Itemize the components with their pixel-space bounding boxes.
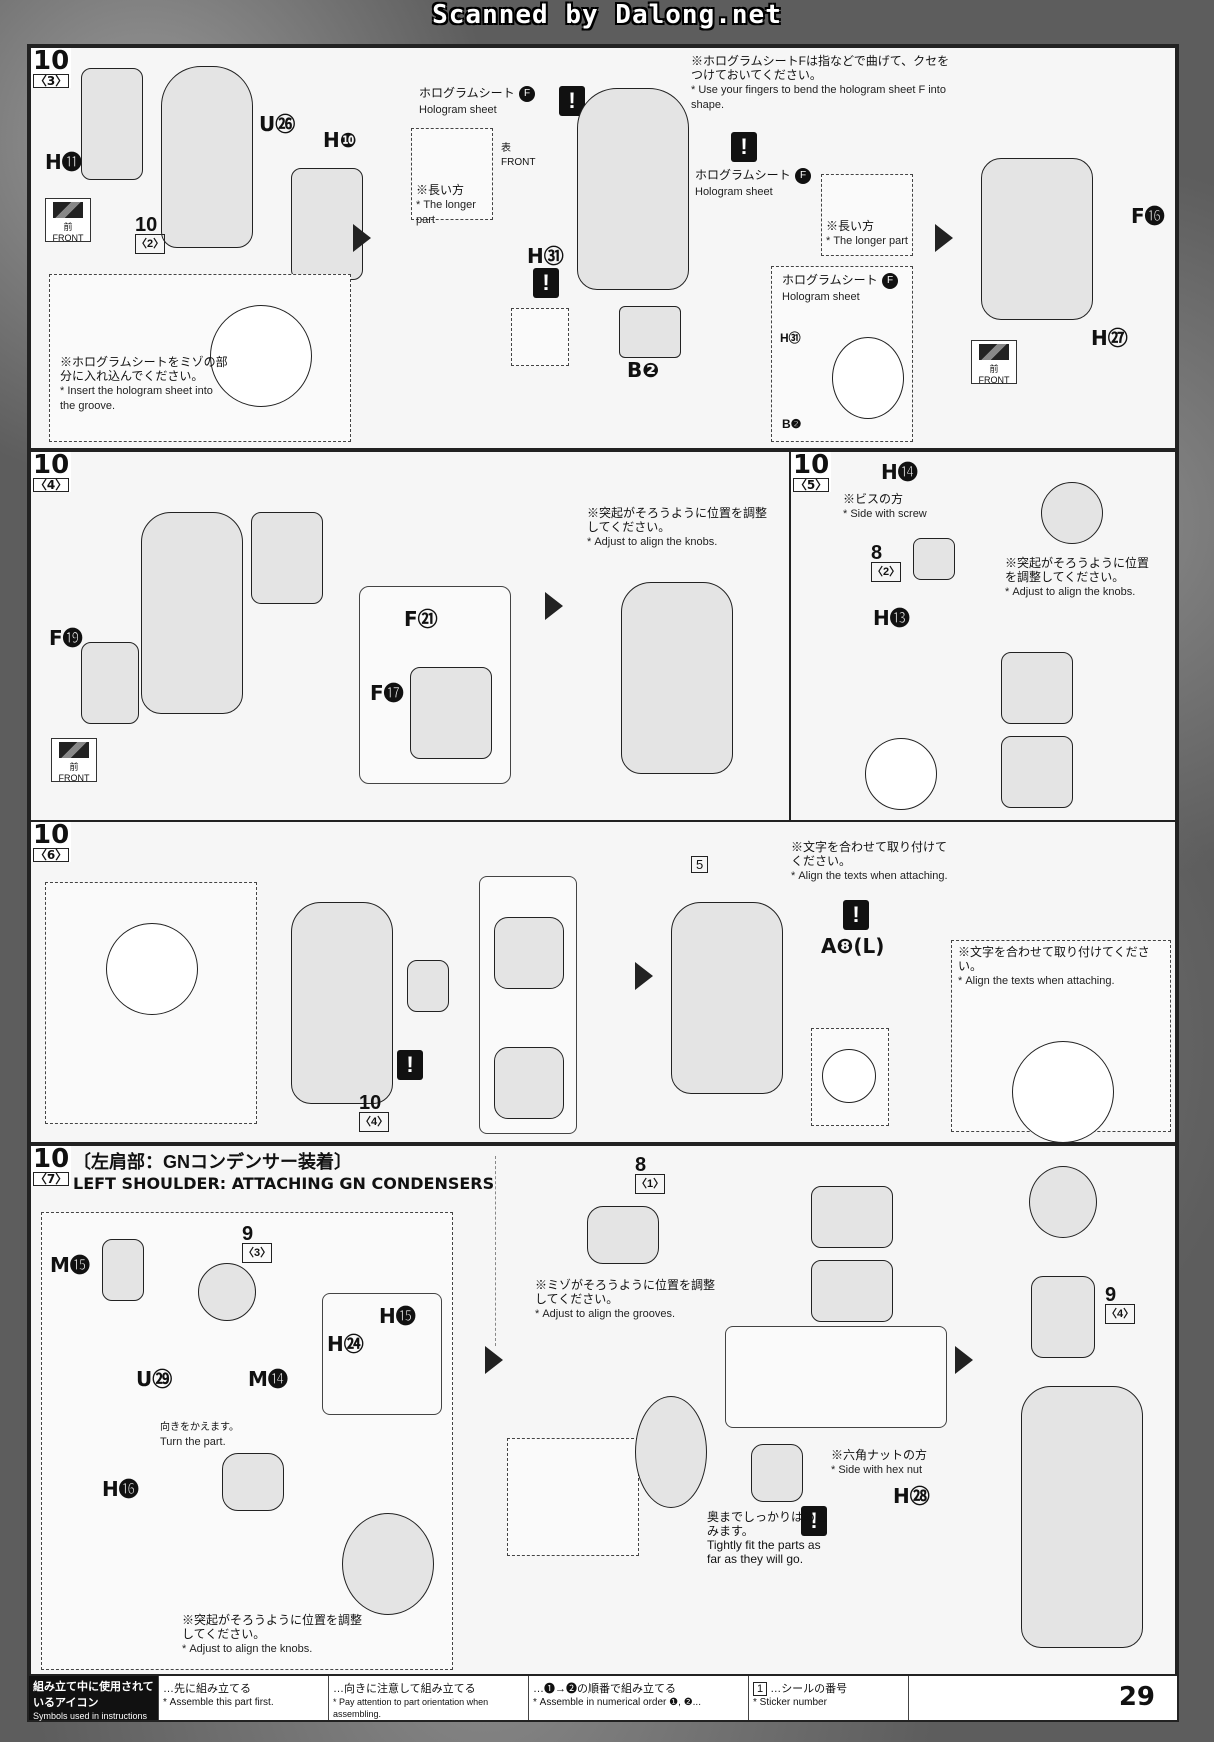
note-hex: ※六角ナットの方* Side with hex nut [831, 1448, 928, 1476]
next-arrow [635, 962, 653, 990]
note-turn: 向きをかえます。Turn the part. [160, 1422, 239, 1448]
ref-step: 10〈2〉 [135, 215, 166, 254]
step-title-en: LEFT SHOULDER: ATTACHING GN CONDENSERS [73, 1174, 495, 1193]
armor-part [291, 168, 363, 280]
warning-icon: ! [843, 900, 869, 930]
part-label: F⓳ [49, 626, 83, 650]
ref-step: 9〈3〉 [242, 1224, 273, 1263]
part-label: U㉖ [259, 112, 296, 136]
ref-step: 10〈4〉 [359, 1093, 390, 1132]
step-panel-10-7: 10〈7〉 〔左肩部：GNコンデンサー装着〕 LEFT SHOULDER: AT… [29, 1144, 1177, 1676]
shoulder-part [1021, 1386, 1143, 1648]
warning-icon: ! [533, 268, 559, 298]
ref-step: 8〈2〉 [871, 543, 902, 582]
step-number: 10〈3〉 [31, 46, 72, 88]
note-tight: 奥までしっかりはめ込みます。Tightly fit the parts as f… [707, 1510, 828, 1566]
shoulder-part [161, 66, 253, 248]
part-label: H⓫ [45, 150, 82, 174]
note-align-text: ※文字を合わせて取り付けてください。* Align the texts when… [791, 840, 948, 882]
ref-step: 9〈4〉 [1105, 1285, 1136, 1324]
note-align: ※突起がそろうように位置を調整してください。* Adjust to align … [587, 506, 768, 548]
step-number: 10〈6〉 [31, 820, 72, 862]
next-arrow [935, 224, 953, 252]
note-screw: ※ビスの方* Side with screw [843, 492, 927, 520]
armor-part [81, 642, 139, 724]
part-label: F⓰ [1131, 204, 1165, 228]
shoulder-part [141, 512, 243, 714]
detail-box: F㉑ F⓱ [359, 586, 511, 784]
part-label: H㉗ [1091, 326, 1128, 350]
detail-box [45, 882, 257, 1124]
condenser-part [1041, 482, 1103, 544]
note-grooves: ※ミゾがそろうように位置を調整してください。* Adjust to align … [535, 1278, 716, 1320]
step-title-jp: 〔左肩部：GNコンデンサー装着〕 [73, 1152, 352, 1172]
shoulder-part [291, 902, 393, 1104]
armor-part [251, 512, 323, 604]
condenser-part [587, 1206, 659, 1264]
detail-box [811, 1028, 889, 1126]
next-arrow [955, 1346, 973, 1374]
ring-part [210, 305, 312, 407]
next-arrow [353, 224, 371, 252]
watermark: Scanned by Dalong.net [432, 0, 782, 30]
long-side-box: ※長い方* The longer part [821, 174, 913, 256]
step-number: 10〈7〉 [31, 1144, 72, 1186]
shoulder-part [671, 902, 783, 1094]
assembly-box: M⓯ 9〈3〉 U㉙ M⓮ H⓯ H㉔ 向きをかえます。Turn the par… [41, 1212, 453, 1670]
shoulder-part [621, 582, 733, 774]
note-align: ※突起がそろうように位置を調整してください。* Adjust to align … [1005, 556, 1150, 598]
part-label: H❿ [323, 128, 357, 152]
detail-box [511, 308, 569, 366]
detail-box: ※文字を合わせて取り付けてください。* Align the texts when… [951, 940, 1171, 1142]
shoulder-part [577, 88, 689, 290]
note-knobs: ※突起がそろうように位置を調整してください。* Adjust to align … [182, 1613, 363, 1655]
page-number: 29 [1118, 1682, 1155, 1712]
sticker-number: 5 [691, 856, 709, 873]
frame-part [81, 68, 143, 180]
condenser-part [407, 960, 449, 1012]
part-label: H⓭ [873, 606, 910, 630]
ok-ng-box [725, 1326, 947, 1428]
warning-icon: ! [801, 1506, 827, 1536]
part-label: H⓮ [881, 460, 918, 484]
step-panel-10-6: 10〈6〉 ! 10〈4〉 5 ※文字を合わせて取り付けてください。* Alig… [29, 820, 1177, 1144]
next-arrow [485, 1346, 503, 1374]
detail-box [507, 1438, 639, 1556]
note-insert: ※ホログラムシートをミゾの部分に入れ込んでください。* Insert the h… [60, 355, 228, 412]
hub-part [913, 538, 955, 580]
warning-icon: ! [731, 132, 757, 162]
step-number: 10〈5〉 [791, 450, 832, 492]
step-number: 10〈4〉 [31, 450, 72, 492]
cap-part [619, 306, 681, 358]
part-label: B❷ [627, 358, 660, 382]
next-arrow [545, 592, 563, 620]
warning-icon: ! [397, 1050, 423, 1080]
note-bend: ※ホログラムシートFは指などで曲げて、クセをつけておいてください。* Use y… [691, 54, 950, 111]
ref-step: 8〈1〉 [635, 1155, 666, 1194]
detail-box: ※ホログラムシートをミゾの部分に入れ込んでください。* Insert the h… [49, 274, 351, 442]
long-side-box: ※長い方* The longer part [411, 128, 493, 226]
part-label: H㉛ [527, 244, 564, 268]
ok-ng-box [479, 876, 577, 1134]
step-panel-10-5: 10〈5〉 H⓮ ※ビスの方* Side with screw 8〈2〉 H⓭ … [789, 450, 1177, 822]
shoulder-part [981, 158, 1093, 320]
part-label: A❽(L) [821, 934, 885, 958]
